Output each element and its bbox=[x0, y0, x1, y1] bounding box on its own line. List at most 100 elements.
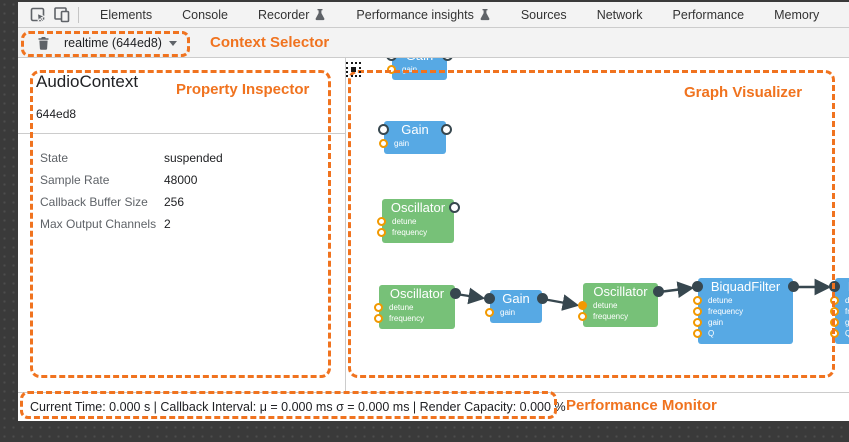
param-port bbox=[374, 314, 383, 323]
node-title: Oscillator bbox=[382, 199, 460, 217]
node-title: Gain bbox=[484, 290, 548, 308]
inspect-cursor-icon bbox=[30, 7, 46, 22]
property-value: 2 bbox=[164, 217, 171, 231]
node-param-gain: gain bbox=[693, 318, 793, 328]
devtools-tab-bar: Elements Console Recorder Performance insig… bbox=[18, 2, 849, 28]
performance-status-bar: Current Time: 0.000 s | Callback Interva… bbox=[18, 392, 849, 421]
node-param-gain: gain bbox=[830, 318, 849, 328]
node-param-gain: gain bbox=[485, 308, 542, 318]
param-port bbox=[693, 296, 702, 305]
param-port bbox=[377, 228, 386, 237]
tab-label: Performance insights bbox=[356, 7, 474, 22]
param-port bbox=[377, 217, 386, 226]
node-title: Gain bbox=[386, 58, 453, 65]
tab-recorder[interactable]: Recorder bbox=[243, 2, 341, 27]
tab-memory[interactable]: Memory bbox=[759, 2, 834, 27]
node-title: Oscillator bbox=[583, 283, 664, 301]
param-port bbox=[578, 312, 587, 321]
experiment-flask-icon bbox=[480, 9, 490, 21]
property-row: Max Output Channels 2 bbox=[40, 213, 345, 235]
inspect-element-button[interactable] bbox=[26, 4, 50, 26]
context-type-title: AudioContext bbox=[36, 72, 139, 91]
node-param-detune: detune bbox=[578, 301, 658, 311]
context-selector-dropdown[interactable]: realtime (644ed8) bbox=[64, 36, 177, 50]
property-label: State bbox=[40, 151, 69, 165]
node-title: Gain bbox=[378, 121, 452, 139]
property-value: 48000 bbox=[164, 173, 198, 187]
property-value: 256 bbox=[164, 195, 185, 209]
param-port bbox=[830, 296, 839, 305]
context-selector-toolbar: realtime (644ed8) bbox=[18, 28, 849, 58]
node-title: BiquadFilter bbox=[829, 278, 849, 296]
node-port-connected bbox=[829, 281, 840, 292]
tab-application[interactable]: Application bbox=[834, 2, 849, 27]
graph-edges bbox=[455, 278, 832, 311]
node-port-connected bbox=[450, 288, 461, 299]
node-param-q: Q bbox=[830, 329, 849, 339]
tab-label: Network bbox=[596, 7, 643, 22]
tab-label: Performance bbox=[672, 7, 745, 22]
node-param-frequency: frequency bbox=[578, 312, 658, 322]
tab-label: Recorder bbox=[257, 7, 310, 22]
node-port-connected bbox=[788, 281, 799, 292]
toggle-device-toolbar-button[interactable] bbox=[50, 4, 74, 26]
tab-label: Console bbox=[182, 7, 228, 22]
param-port bbox=[693, 307, 702, 316]
tab-sources[interactable]: Sources bbox=[506, 2, 582, 27]
tab-performance[interactable]: Performance bbox=[658, 2, 760, 27]
node-port bbox=[378, 124, 389, 135]
param-port-connected bbox=[578, 301, 587, 310]
node-port-connected bbox=[653, 286, 664, 297]
node-param-frequency: frequency bbox=[377, 228, 454, 238]
context-selector-label: realtime (644ed8) bbox=[64, 35, 162, 50]
property-label: Callback Buffer Size bbox=[40, 195, 148, 209]
node-param-gain: gain bbox=[387, 65, 447, 75]
node-param-gain: gain bbox=[379, 139, 446, 149]
property-row: Callback Buffer Size 256 bbox=[40, 191, 345, 213]
tab-console[interactable]: Console bbox=[167, 2, 243, 27]
property-label: Max Output Channels bbox=[40, 217, 157, 231]
tab-label: Elements bbox=[100, 7, 153, 22]
property-value: suspended bbox=[164, 151, 223, 165]
marquee-icon bbox=[346, 62, 361, 77]
tab-network[interactable]: Network bbox=[582, 2, 658, 27]
param-port bbox=[693, 318, 702, 327]
tab-performance-insights[interactable]: Performance insights bbox=[341, 2, 505, 27]
node-param-frequency: frequency bbox=[830, 307, 849, 317]
devtools-window: Elements Console Recorder Performance insig… bbox=[18, 2, 849, 421]
node-param-detune: detune bbox=[377, 217, 454, 227]
node-port bbox=[449, 202, 460, 213]
inspector-divider bbox=[18, 133, 345, 134]
node-param-detune: detune bbox=[693, 296, 793, 306]
param-port bbox=[830, 329, 839, 338]
node-port-connected bbox=[537, 293, 548, 304]
tab-strip: Elements Console Recorder Performance insig… bbox=[85, 2, 849, 27]
node-port-connected bbox=[484, 293, 495, 304]
node-param-detune: detune bbox=[374, 303, 455, 313]
tab-elements[interactable]: Elements bbox=[85, 2, 167, 27]
param-port bbox=[830, 318, 839, 327]
node-param-detune: detune bbox=[830, 296, 849, 306]
graph-edge bbox=[658, 281, 695, 299]
node-param-frequency: frequency bbox=[374, 314, 455, 324]
param-port bbox=[387, 65, 396, 74]
param-port bbox=[379, 139, 388, 148]
trash-icon bbox=[38, 36, 48, 50]
close-context-button[interactable] bbox=[32, 32, 54, 54]
node-port bbox=[441, 124, 452, 135]
graph-canvas[interactable]: GaingainGaingainOscillatordetunefrequenc… bbox=[346, 58, 849, 392]
node-title: BiquadFilter bbox=[692, 278, 799, 296]
node-title: Oscillator bbox=[379, 285, 461, 303]
property-row: State suspended bbox=[40, 147, 345, 169]
experiment-flask-icon bbox=[315, 9, 325, 21]
performance-status-text: Current Time: 0.000 s | Callback Interva… bbox=[30, 400, 566, 414]
